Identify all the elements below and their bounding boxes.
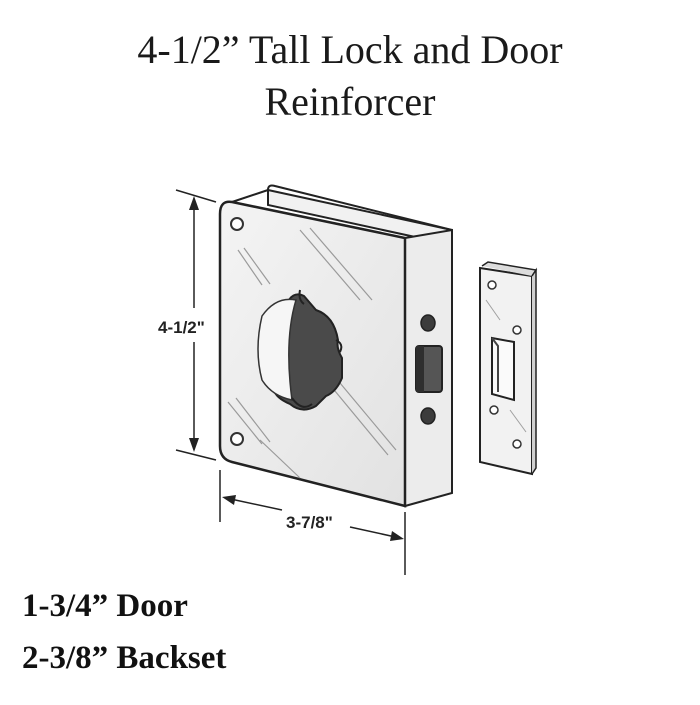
width-label: 3-7/8" [286, 513, 333, 532]
height-dimension [175, 189, 217, 461]
height-label: 4-1/2" [158, 318, 205, 337]
width-dimension [219, 470, 406, 575]
backset-spec: 2-3/8” Backset [22, 640, 227, 676]
title-line-2: Reinforcer [264, 79, 436, 124]
product-title: 4-1/2” Tall Lock and Door Reinforcer [0, 24, 700, 128]
title-line-1: 4-1/2” Tall Lock and Door [137, 27, 563, 72]
door-thickness-spec: 1-3/4” Door [22, 588, 188, 624]
door-reinforcer-plate-icon [218, 184, 453, 508]
strike-plate-icon [479, 261, 538, 476]
